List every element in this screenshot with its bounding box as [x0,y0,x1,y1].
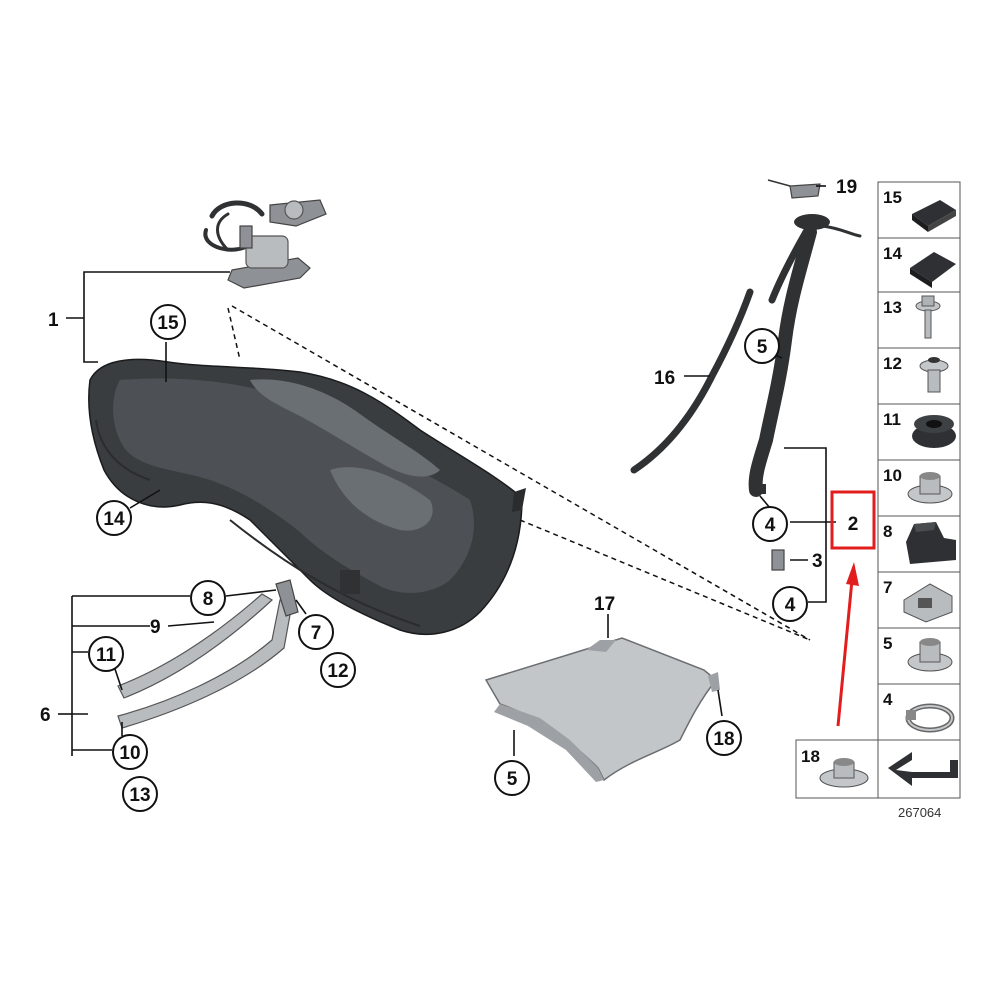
foam-pad-icon [910,252,956,288]
heat-shield [484,637,720,782]
legend-label-18: 18 [801,747,820,766]
collar-nut-icon [907,638,953,672]
callout-15: 15 [157,313,179,334]
legend-label-10: 10 [883,466,902,485]
callout-4-top: 4 [765,515,776,536]
legend-label-7: 7 [883,578,892,597]
red-arrow-icon [836,562,859,727]
callout-8: 8 [203,589,214,610]
callout-4-bottom: 4 [785,595,796,616]
legend-label-12: 12 [883,354,902,373]
figure-number: 267064 [898,805,941,820]
callout-17: 17 [594,594,615,615]
legend-label-5: 5 [883,634,892,653]
callouts: 1 15 14 6 8 9 11 10 13 7 12 17 18 5 19 5… [40,177,876,812]
arrow-icon [888,752,958,786]
foam-pad-icon [912,200,956,232]
callout-7: 7 [311,623,322,644]
flange-nut-icon [819,758,869,788]
callout-5-shield: 5 [507,769,518,790]
callout-9: 9 [150,617,161,638]
filler-neck-assembly [630,179,862,571]
legend-label-13: 13 [883,298,902,317]
legend-label-8: 8 [883,522,892,541]
callout-11: 11 [96,645,117,666]
screw-icon [919,357,949,393]
parts-legend: 15 14 13 12 11 [795,181,961,799]
legend-label-15: 15 [883,188,902,207]
fuel-tank [88,358,526,636]
callout-13: 13 [129,785,150,806]
rubber-mount-icon [906,522,956,564]
callout-12: 12 [327,661,348,682]
bolt-icon [915,295,941,339]
dashed-guide-lower [519,519,811,641]
callout-19: 19 [836,177,857,198]
dashed-guide-left [227,307,241,361]
bracket-icon [903,583,953,623]
callout-16: 16 [654,368,675,389]
callout-2: 2 [848,514,859,535]
callout-6: 6 [40,705,51,726]
grommet-icon [912,415,956,448]
collar-nut-icon [907,472,953,504]
fuel-pump-assembly [203,199,327,289]
legend-label-11: 11 [883,410,901,429]
dashed-guide-diagonal [231,305,811,641]
callout-14: 14 [103,509,125,530]
legend-label-4: 4 [883,690,893,709]
callout-1: 1 [48,310,59,331]
callout-18: 18 [713,729,734,750]
hose-clamp-icon [905,703,955,733]
highlight-box [830,490,876,550]
legend-label-14: 14 [883,244,902,263]
callout-3: 3 [812,551,823,572]
callout-10: 10 [119,743,140,764]
callout-5-filler: 5 [757,337,768,358]
tank-straps [117,579,299,729]
